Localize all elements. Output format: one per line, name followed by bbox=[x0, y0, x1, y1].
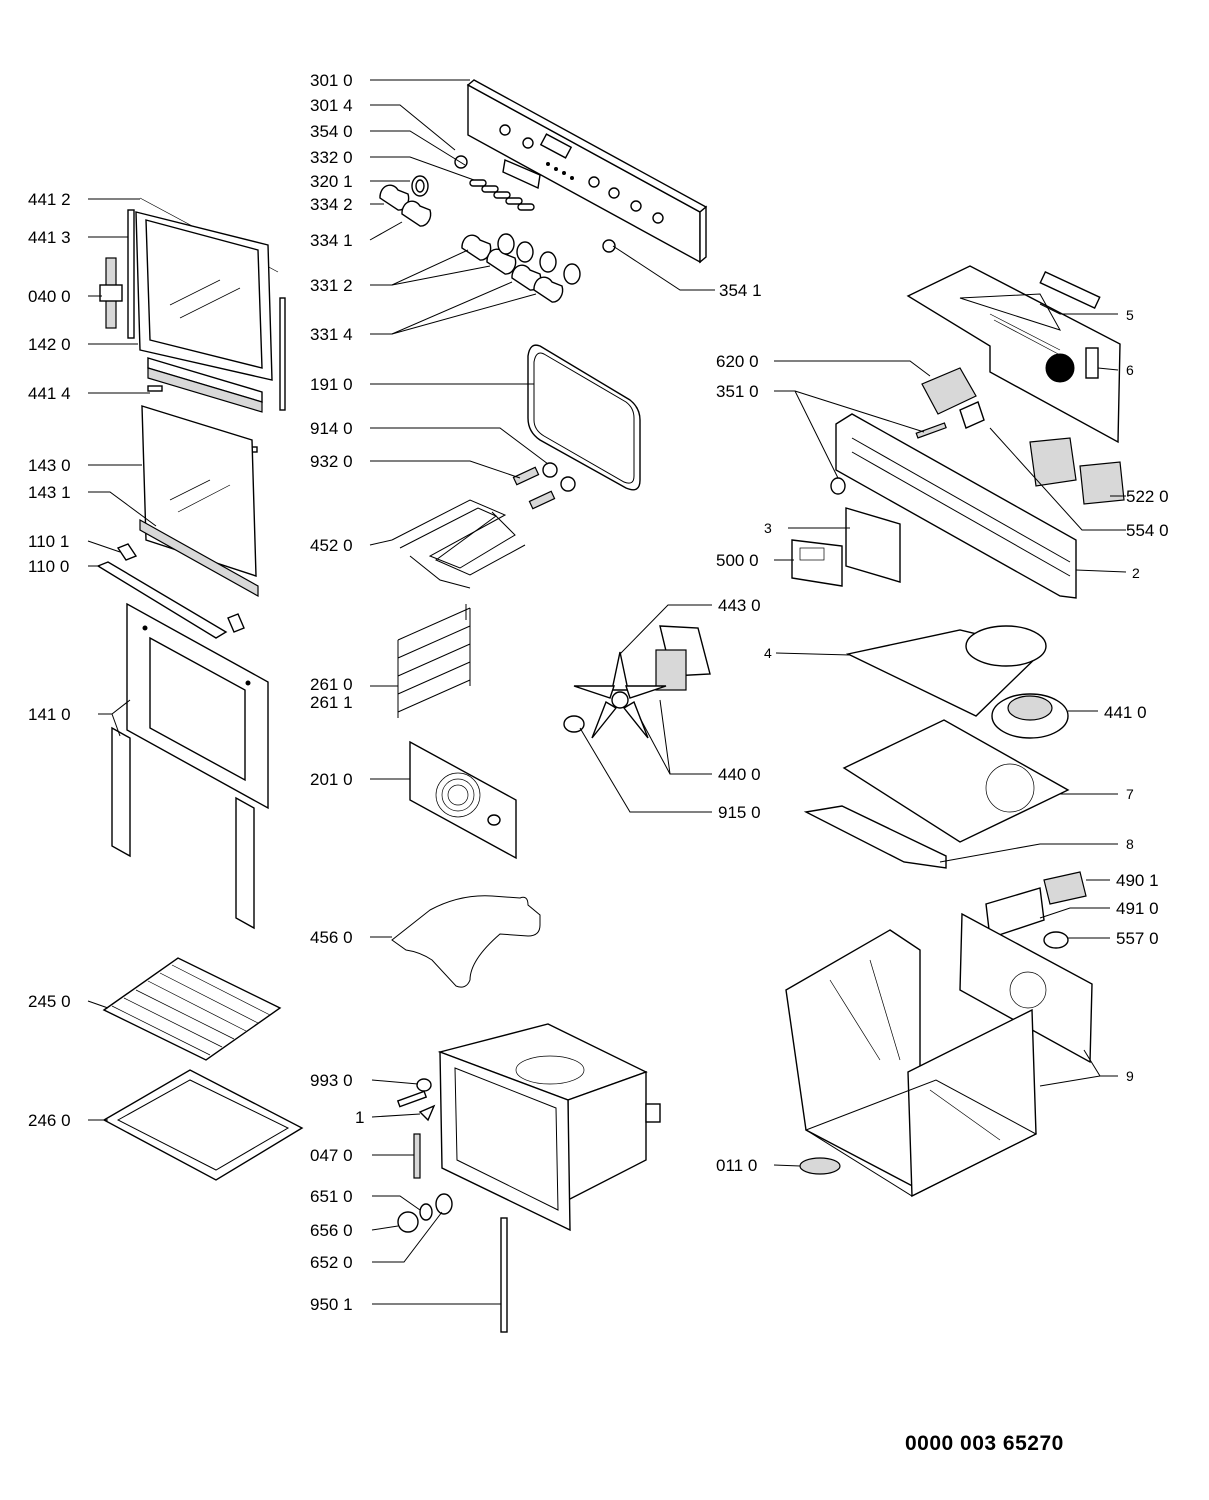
document-number: 0000 003 65270 bbox=[905, 1432, 1064, 1455]
small-knob-lower bbox=[602, 239, 616, 253]
callout-441-2: 441 2 bbox=[28, 190, 71, 209]
callout-491-0: 491 0 bbox=[1116, 899, 1159, 918]
baking-tray bbox=[102, 1069, 304, 1181]
callout-040-0: 040 0 bbox=[28, 287, 71, 306]
callout-490-1: 490 1 bbox=[1116, 871, 1159, 890]
callout-554-0: 554 0 bbox=[1126, 521, 1169, 540]
callout-142-0: 142 0 bbox=[28, 335, 71, 354]
floor-plates bbox=[803, 719, 1070, 869]
callout-301-4: 301 4 bbox=[310, 96, 353, 115]
callout-331-2: 331 2 bbox=[310, 276, 353, 295]
callout-7: 7 bbox=[1126, 786, 1134, 802]
callout-440-0: 440 0 bbox=[718, 765, 761, 784]
callout-932-0: 932 0 bbox=[310, 452, 353, 471]
callout-191-0: 191 0 bbox=[310, 375, 353, 394]
callout-047-0: 047 0 bbox=[310, 1146, 353, 1165]
callout-labels: 301 0 301 4 354 0 332 0 320 1 334 2 334 … bbox=[28, 71, 1169, 1314]
display-window bbox=[502, 159, 541, 190]
callout-245-0: 245 0 bbox=[28, 992, 71, 1011]
rear-electrics bbox=[959, 871, 1093, 1064]
wire-rack bbox=[102, 957, 282, 1061]
callout-334-2: 334 2 bbox=[310, 195, 353, 214]
element-fittings bbox=[512, 462, 576, 510]
callout-354-0: 354 0 bbox=[310, 122, 353, 141]
leader-lines bbox=[87, 79, 1127, 1305]
fan-motor-and-blade bbox=[563, 625, 711, 739]
outer-door-panel bbox=[111, 602, 269, 930]
oven-door-seal bbox=[527, 344, 641, 491]
selector-switches bbox=[1029, 437, 1125, 505]
callout-351-0: 351 0 bbox=[716, 382, 759, 401]
inner-door-frame bbox=[127, 197, 286, 411]
callout-452-0: 452 0 bbox=[310, 536, 353, 555]
callout-557-0: 557 0 bbox=[1116, 929, 1159, 948]
callout-334-1: 334 1 bbox=[310, 231, 353, 250]
callout-456-0: 456 0 bbox=[310, 928, 353, 947]
door-handle bbox=[96, 543, 245, 639]
callout-261-0: 261 0 bbox=[310, 675, 353, 694]
callout-5: 5 bbox=[1126, 307, 1134, 323]
door-glass-pane bbox=[141, 405, 257, 577]
rear-cover-plate bbox=[906, 265, 1121, 444]
top-heating-element bbox=[391, 499, 526, 589]
callout-915-0: 915 0 bbox=[718, 803, 761, 822]
thermostat-knob bbox=[397, 1193, 453, 1233]
oven-cavity bbox=[437, 1023, 661, 1232]
callout-1: 1 bbox=[355, 1108, 364, 1127]
callout-201-0: 201 0 bbox=[310, 770, 353, 789]
callout-110-0: 110 0 bbox=[28, 557, 69, 576]
fan-cover bbox=[409, 740, 517, 860]
callout-443-0: 443 0 bbox=[718, 596, 761, 615]
control-panel-frame bbox=[830, 413, 1077, 599]
callout-914-0: 914 0 bbox=[310, 419, 353, 438]
callout-500-0: 500 0 bbox=[716, 551, 759, 570]
callout-143-1: 143 1 bbox=[28, 483, 71, 502]
callout-656-0: 656 0 bbox=[310, 1221, 353, 1240]
callout-6: 6 bbox=[1126, 362, 1134, 378]
callout-652-0: 652 0 bbox=[310, 1253, 353, 1272]
callout-141-0: 141 0 bbox=[28, 705, 71, 724]
callout-331-4: 331 4 bbox=[310, 325, 353, 344]
callout-8: 8 bbox=[1126, 836, 1134, 852]
heat-guide-plate bbox=[845, 625, 1069, 739]
push-buttons bbox=[469, 179, 535, 211]
callout-354-1: 354 1 bbox=[719, 281, 762, 300]
cavity-fittings bbox=[396, 1078, 436, 1179]
callout-261-1: 261 1 bbox=[310, 693, 353, 712]
callout-441-4: 441 4 bbox=[28, 384, 71, 403]
control-knobs-right bbox=[461, 233, 581, 303]
callout-332-0: 332 0 bbox=[310, 148, 353, 167]
bottom-heating-element bbox=[391, 895, 541, 988]
callout-110-1: 110 1 bbox=[28, 532, 69, 551]
callout-320-1: 320 1 bbox=[310, 172, 353, 191]
callout-441-0: 441 0 bbox=[1104, 703, 1147, 722]
callout-950-1: 950 1 bbox=[310, 1295, 353, 1314]
glass-support-rail bbox=[139, 518, 259, 598]
callout-522-0: 522 0 bbox=[1126, 487, 1169, 506]
callout-651-0: 651 0 bbox=[310, 1187, 353, 1206]
callout-9: 9 bbox=[1126, 1068, 1134, 1084]
foot-pad bbox=[799, 1157, 841, 1175]
shelf-runners bbox=[397, 604, 471, 718]
callout-2: 2 bbox=[1132, 565, 1140, 581]
callout-246-0: 246 0 bbox=[28, 1111, 71, 1130]
oven-housing bbox=[785, 929, 1038, 1198]
door-hinge bbox=[99, 257, 123, 329]
callout-993-0: 993 0 bbox=[310, 1071, 353, 1090]
vertical-seal-strip bbox=[500, 1217, 508, 1333]
timer-module bbox=[791, 507, 901, 587]
callout-3: 3 bbox=[764, 520, 772, 536]
callout-441-3: 441 3 bbox=[28, 228, 71, 247]
control-panel-fascia bbox=[466, 79, 708, 264]
callout-011-0: 011 0 bbox=[716, 1156, 757, 1175]
callout-4: 4 bbox=[764, 645, 772, 661]
terminal-block bbox=[921, 367, 985, 429]
callout-620-0: 620 0 bbox=[716, 352, 759, 371]
callout-301-0: 301 0 bbox=[310, 71, 353, 90]
control-knobs-left bbox=[379, 175, 432, 227]
callout-143-0: 143 0 bbox=[28, 456, 71, 475]
